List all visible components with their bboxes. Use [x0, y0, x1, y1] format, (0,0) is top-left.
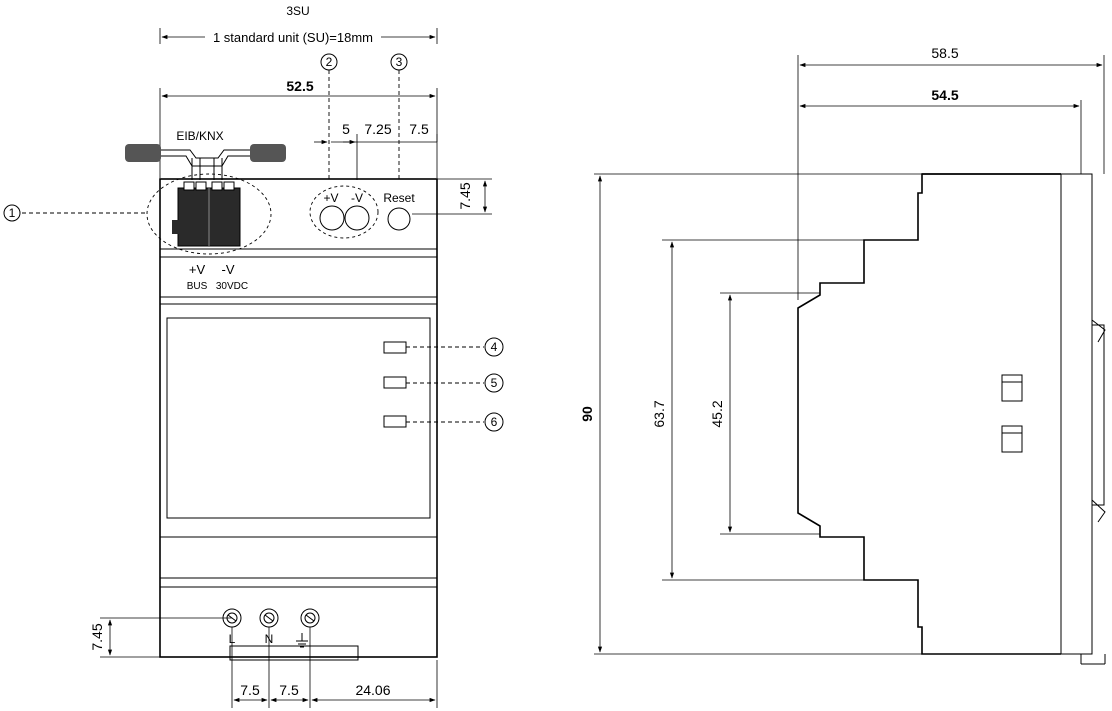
bus-connector-plug: EIB/KNX: [125, 129, 286, 180]
height-total-dimension: 90: [579, 173, 922, 655]
width-dim-label: 52.5: [286, 78, 313, 94]
side-view: 58.5 54.5 90 63.7 45.2: [579, 45, 1106, 665]
standard-unit-dimension: 1 standard unit (SU)=18mm: [159, 28, 438, 45]
svg-text:Reset: Reset: [383, 191, 415, 205]
bottom-offset-dimension: 7.45: [89, 617, 232, 658]
svg-text:1: 1: [9, 206, 16, 220]
svg-text:6: 6: [491, 415, 498, 429]
svg-text:-V: -V: [222, 262, 235, 277]
height-step-label: 63.7: [651, 400, 667, 427]
terminal-spacing-dimension: 5 7.25 7.5: [314, 121, 438, 180]
svg-text:-V: -V: [351, 191, 363, 205]
callout-2: 2: [320, 53, 338, 180]
side-profile: [797, 173, 1106, 665]
bottom-offset-label: 7.45: [89, 623, 105, 650]
spacing-dim-3: 7.5: [409, 121, 429, 137]
top-offset-label: 7.45: [457, 182, 473, 209]
bottom-terminal-dimensions: 7.5 7.5 24.06: [231, 627, 438, 708]
standard-unit-label: 1 standard unit (SU)=18mm: [213, 30, 373, 45]
svg-text:5: 5: [491, 376, 498, 390]
led-2: 5: [383, 373, 504, 393]
svg-text:4: 4: [491, 340, 498, 354]
callout-1: 1: [3, 204, 148, 222]
depth-body-label: 54.5: [931, 87, 958, 103]
svg-text:3: 3: [396, 55, 403, 69]
input-terminals: L N: [222, 608, 320, 648]
width-dimension: 52.5: [159, 78, 438, 178]
output-terminals: +V -V: [309, 185, 379, 239]
bus-connector-label: EIB/KNX: [176, 129, 223, 143]
height-step-dimension: 63.7: [651, 239, 864, 581]
height-front-label: 45.2: [709, 400, 725, 427]
front-view: 3SU 1 standard unit (SU)=18mm 2 3 52.5: [3, 4, 504, 708]
svg-text:+V: +V: [189, 262, 206, 277]
height-total-label: 90: [579, 406, 595, 422]
callout-3: 3: [390, 53, 408, 180]
bus-terminal-block: [146, 173, 272, 255]
bus-terminal-labels: +V -V BUS 30VDC: [187, 262, 248, 292]
bottom-dim-2: 7.5: [279, 682, 299, 698]
led-3: 6: [383, 412, 504, 432]
svg-text:30VDC: 30VDC: [216, 281, 248, 292]
svg-text:+V: +V: [323, 191, 338, 205]
svg-text:BUS: BUS: [187, 281, 208, 292]
depth-total-dimension: 58.5: [797, 45, 1105, 300]
bottom-dim-1: 7.5: [240, 682, 260, 698]
led-1: 4: [383, 337, 504, 357]
height-front-dimension: 45.2: [709, 292, 820, 535]
depth-total-label: 58.5: [931, 45, 958, 61]
side-slots: [1001, 374, 1023, 453]
spacing-dim-2: 7.25: [364, 121, 391, 137]
bottom-dim-3: 24.06: [355, 682, 390, 698]
depth-body-dimension: 54.5: [799, 87, 1082, 174]
top-offset-dimension: 7.45: [399, 178, 492, 215]
su-count-label: 3SU: [286, 4, 309, 18]
spacing-dim-1: 5: [342, 121, 350, 137]
svg-text:2: 2: [326, 55, 333, 69]
device-body: [159, 178, 438, 661]
reset-button: Reset: [383, 191, 415, 231]
earth-icon: [296, 633, 308, 648]
